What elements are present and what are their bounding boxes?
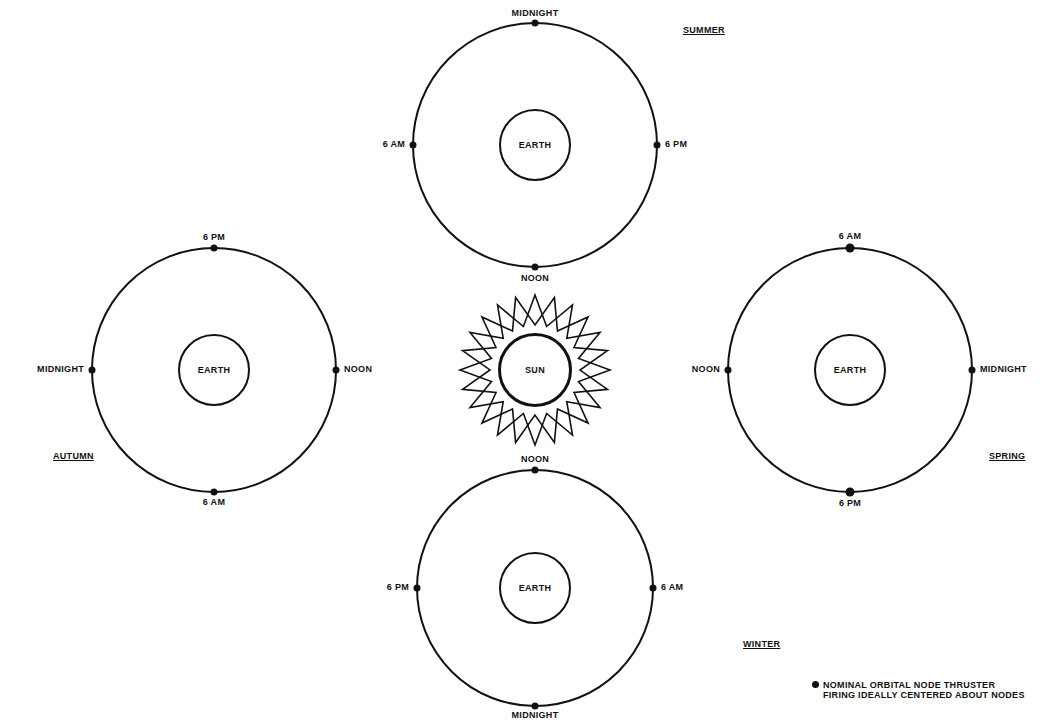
time-label: NOON [520, 455, 550, 465]
time-label: MIDNIGHT [979, 365, 1028, 375]
sun-circle: SUN [498, 333, 572, 407]
body-label: EARTH [519, 583, 552, 593]
season-label: AUTUMN [52, 452, 95, 462]
time-label: MIDNIGHT [511, 9, 560, 19]
time-label: 6 AM [382, 140, 406, 150]
orbit-circle [92, 248, 336, 492]
time-label: 6 AM [202, 498, 226, 508]
time-label: 6 PM [838, 499, 862, 509]
time-label: NOON [343, 365, 373, 375]
body-label: EARTH [834, 365, 867, 375]
season-label: SPRING [988, 452, 1026, 462]
legend-row: NOMINAL ORBITAL NODE THRUSTER FIRING IDE… [812, 680, 1028, 701]
body-label: SUN [525, 365, 545, 375]
time-label: 6 PM [202, 233, 226, 243]
season-label: WINTER [742, 640, 781, 650]
orbit-circle [417, 470, 653, 706]
time-label: NOON [691, 365, 721, 375]
time-label: 6 PM [664, 140, 688, 150]
orbit-circle [728, 248, 972, 492]
time-label: NOON [520, 274, 550, 284]
earth-circle: EARTH [178, 334, 250, 406]
time-label: 6 AM [838, 232, 862, 242]
orbit-circle [413, 23, 657, 267]
body-label: EARTH [198, 365, 231, 375]
time-label: MIDNIGHT [36, 365, 85, 375]
sun-rays [443, 278, 627, 462]
season-label: SUMMER [682, 26, 726, 36]
earth-circle: EARTH [499, 109, 571, 181]
time-label: 6 AM [660, 583, 684, 593]
time-label: 6 PM [386, 583, 410, 593]
orbital-node-dots [89, 20, 976, 710]
legend-dot [812, 681, 819, 688]
earth-circle: EARTH [814, 334, 886, 406]
body-label: EARTH [519, 140, 552, 150]
earth-circle: EARTH [499, 552, 571, 624]
time-label: MIDNIGHT [511, 711, 560, 721]
legend-text: NOMINAL ORBITAL NODE THRUSTER FIRING IDE… [823, 680, 1028, 701]
